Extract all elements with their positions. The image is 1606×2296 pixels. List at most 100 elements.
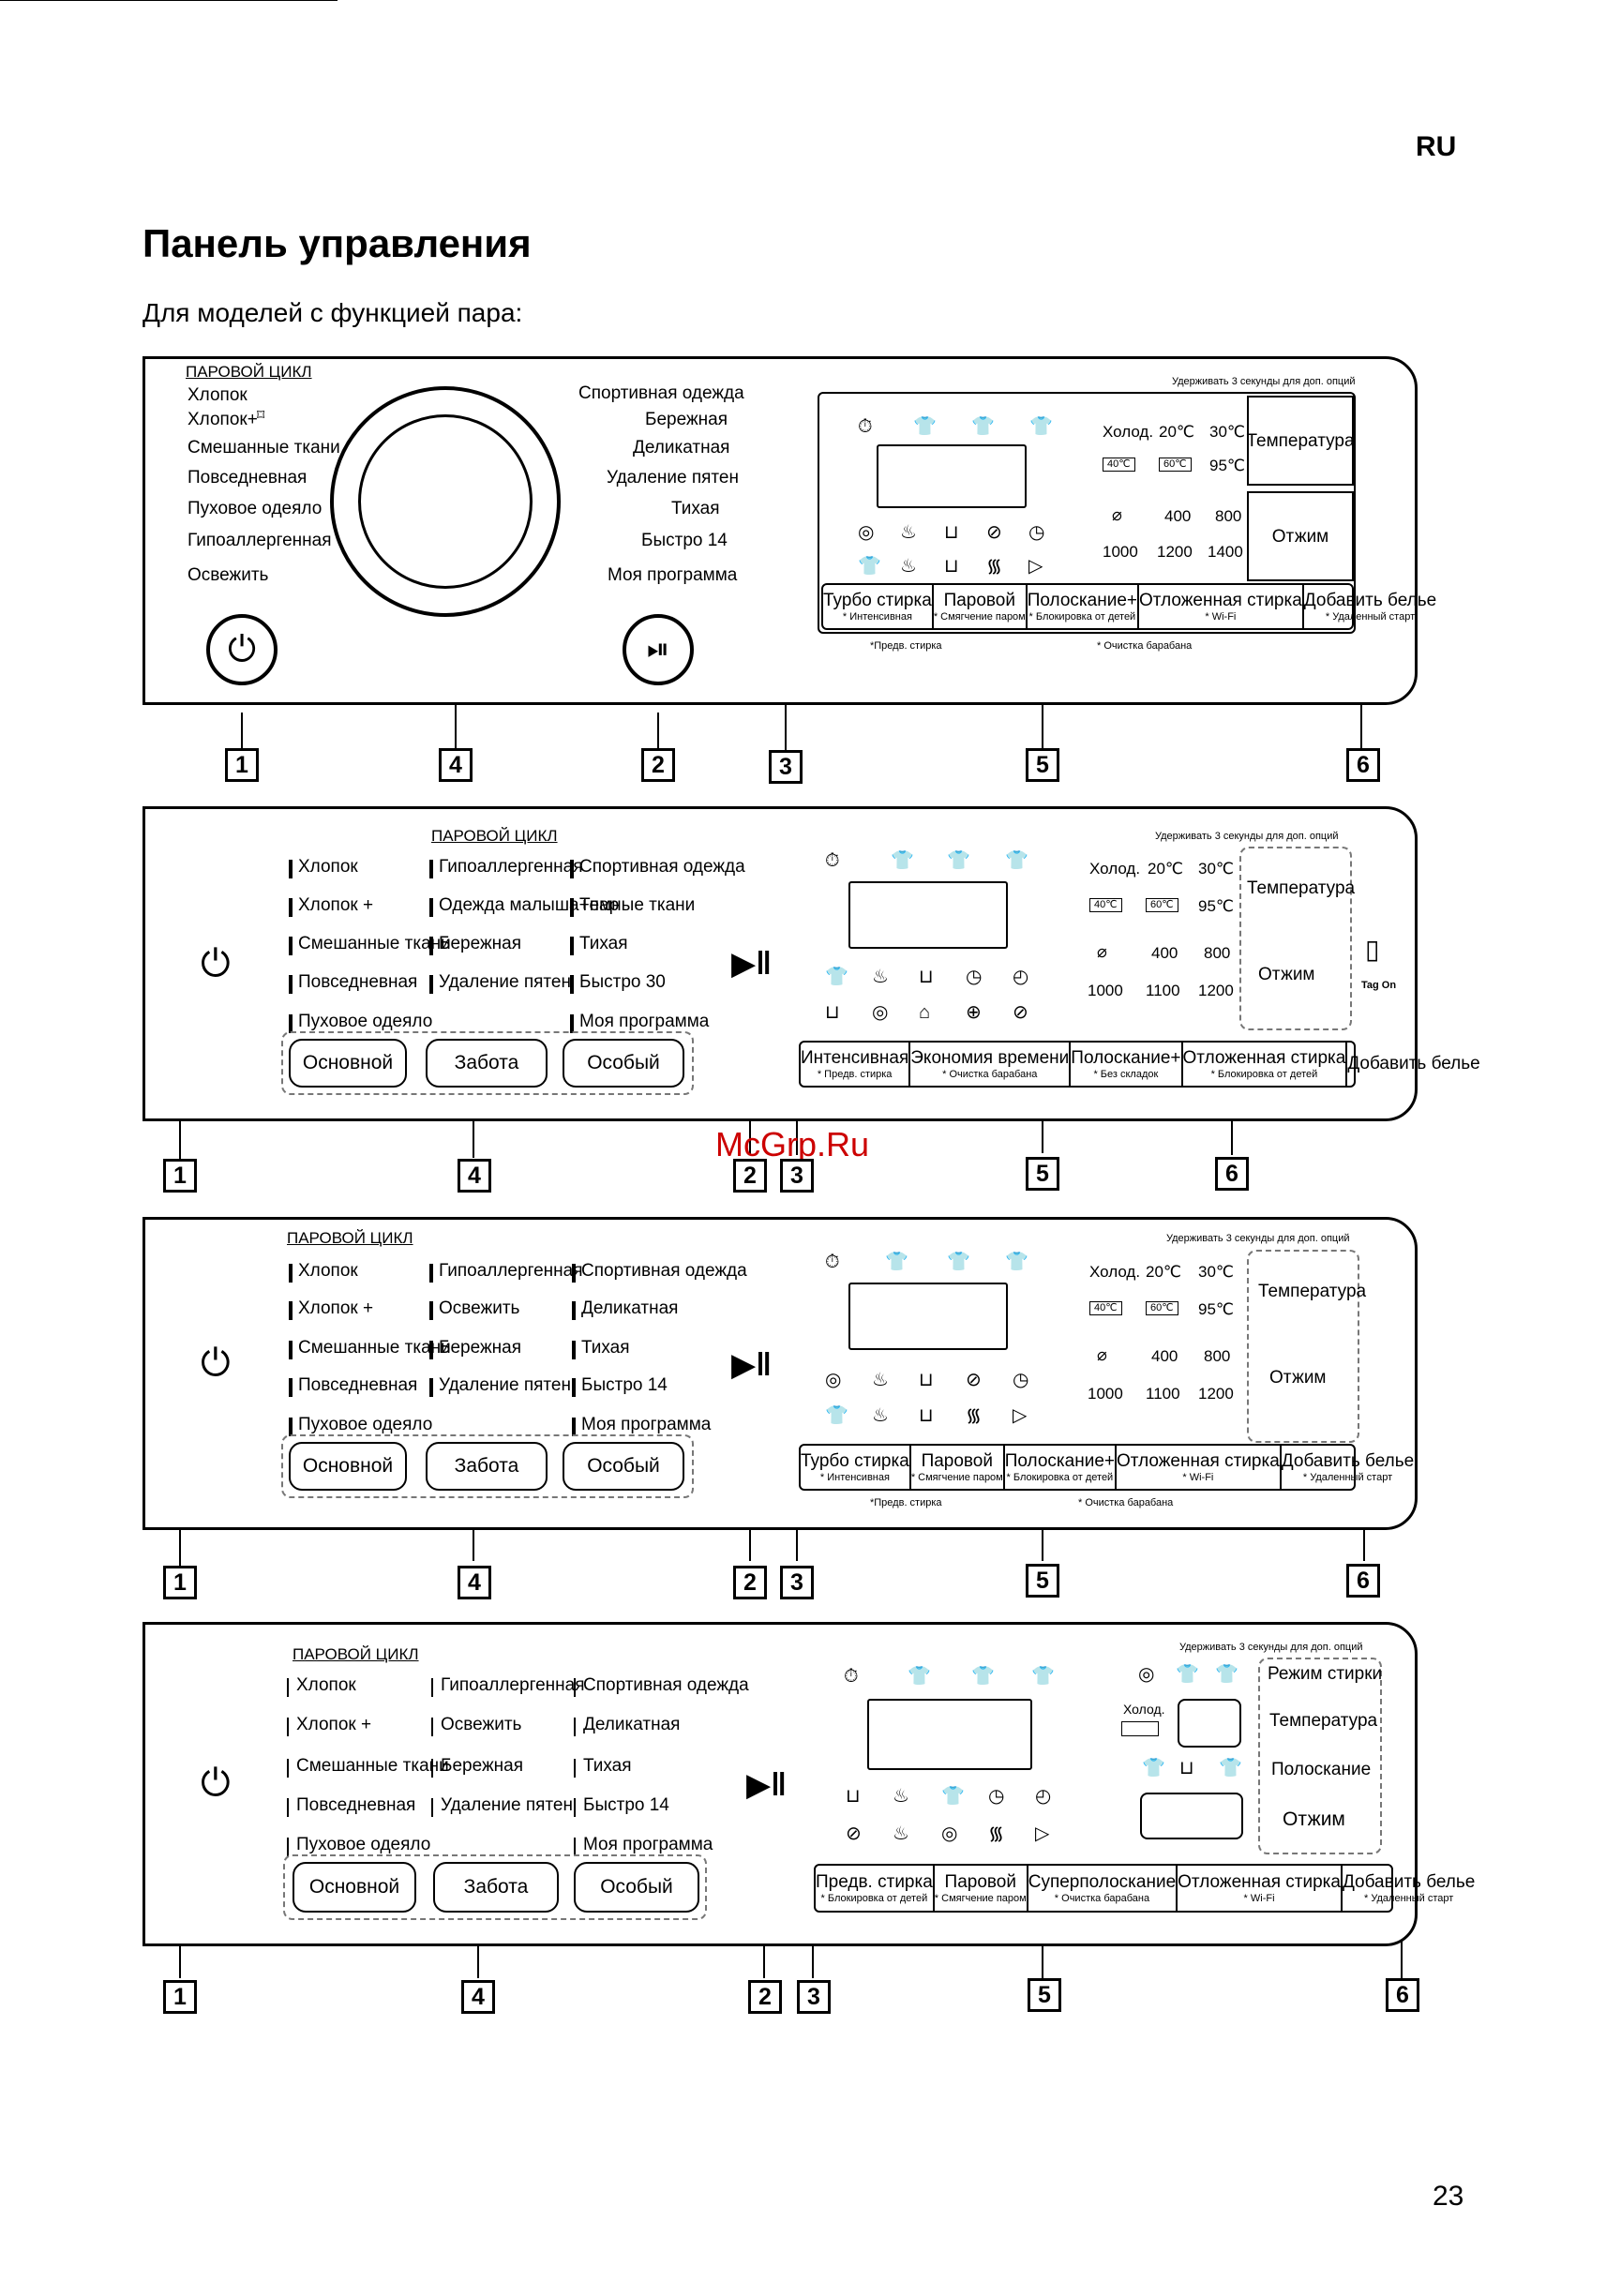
temperature-button[interactable]: Температура (1269, 1711, 1378, 1731)
wash-mode-button[interactable]: Режим стирки (1268, 1664, 1383, 1684)
power-button[interactable]: ⏻ (206, 614, 278, 685)
special-button[interactable]: Особый (563, 1442, 684, 1491)
option-button[interactable]: Добавить белье (1345, 1043, 1480, 1086)
option-button[interactable]: Предв. стирка* Блокировка от детей (816, 1866, 933, 1911)
temperature-button[interactable]: Температура (1247, 878, 1356, 898)
shirt-icon: 👕 (947, 850, 970, 871)
temperature-button[interactable]: Температура (1258, 1282, 1367, 1301)
spin-button[interactable]: Отжим (1283, 1808, 1345, 1830)
option-button[interactable]: Добавить белье* Удаленный старт (1301, 585, 1436, 628)
power-icon[interactable]: ⏻ (201, 943, 231, 984)
option-main: Полоскание+ (1071, 1048, 1181, 1068)
power-icon[interactable]: ⏻ (201, 1343, 231, 1384)
program-label: Моя программа (572, 1416, 711, 1436)
spin-1100: 1100 (1146, 982, 1180, 999)
option-button[interactable]: Паровой* Смягчение паром (932, 1866, 1027, 1911)
special-button[interactable]: Особый (574, 1862, 699, 1913)
option-button[interactable]: Полоскание+* Блокировка от детей (1025, 585, 1137, 628)
no-icon: ⊘ (1013, 1002, 1028, 1023)
callout-4: 4 (458, 1159, 491, 1193)
start-pause-button[interactable]: ⏯ (623, 614, 694, 685)
spin-button[interactable]: Отжим (1247, 491, 1354, 581)
option-sub: * Предв. стирка (817, 1069, 893, 1080)
spin-button[interactable]: Отжим (1258, 965, 1315, 984)
program-label: Хлопок (188, 385, 248, 405)
option-button[interactable]: Добавить белье* Удаленный старт (1340, 1866, 1475, 1911)
callout-6: 6 (1346, 1564, 1380, 1598)
program-label: Пуховое одеяло (287, 1836, 430, 1856)
callout-5: 5 (1028, 1978, 1061, 2012)
basic-button[interactable]: Основной (293, 1862, 416, 1913)
option-button[interactable]: Экономия времени* Очистка барабана (908, 1043, 1069, 1086)
spin-400: 400 (1151, 944, 1178, 962)
spin-1400: 1400 (1208, 543, 1243, 561)
option-main: Добавить белье (1347, 1054, 1480, 1073)
callout-2: 2 (748, 1980, 782, 2014)
care-button[interactable]: Забота (433, 1862, 559, 1913)
start-pause-icon[interactable]: ▶‖ (746, 1767, 788, 1803)
temp-cold-tag (1121, 1721, 1159, 1736)
temperature-button[interactable]: Температура (1246, 396, 1355, 486)
steam-cycle-label: ПАРОВОЙ ЦИКЛ (186, 363, 312, 381)
option-button[interactable]: Добавить белье* Удаленный старт (1279, 1446, 1414, 1489)
no-spin-icon: ⌀ (1097, 1345, 1107, 1364)
option-button[interactable]: Отложенная стирка* Блокировка от детей (1180, 1043, 1345, 1086)
wifi-icon: ᯾ (966, 1405, 983, 1426)
temp-cold: Холод. (1089, 860, 1141, 878)
clock-icon: ◷ (1013, 1370, 1029, 1390)
rinse-button[interactable]: Полоскание (1271, 1760, 1372, 1779)
program-label: Тихая (574, 1757, 632, 1778)
temp-cold: Холод. (1089, 1263, 1141, 1281)
digital-display (848, 881, 1008, 949)
start-pause-icon[interactable]: ▶‖ (731, 946, 773, 982)
spin-400: 400 (1164, 507, 1192, 525)
option-sub: * Блокировка от детей (1210, 1069, 1318, 1080)
page-subtitle: Для моделей с функцией пара: (143, 298, 523, 327)
special-button[interactable]: Особый (563, 1039, 684, 1088)
shirt-icon: 👕 (971, 416, 995, 437)
rinse-icon: ⊔ (919, 1370, 934, 1390)
option-button[interactable]: Полоскание+* Без складок (1069, 1043, 1181, 1086)
option-button[interactable]: Отложенная стирка* Wi-Fi (1115, 1446, 1280, 1489)
option-button[interactable]: Отложенная стирка* Wi-Fi (1137, 585, 1302, 628)
turbo-icon: ⏱ (844, 1666, 859, 1687)
option-button[interactable]: Турбо стирка* Интенсивная (823, 585, 932, 628)
option-button[interactable]: Отложенная стирка* Wi-Fi (1176, 1866, 1341, 1911)
spin-button[interactable]: Отжим (1269, 1368, 1327, 1388)
start-pause-icon[interactable]: ▶‖ (731, 1347, 773, 1383)
power-icon[interactable]: ⏻ (201, 1763, 231, 1804)
basic-button[interactable]: Основной (289, 1039, 407, 1088)
shirt-icon: 👕 (1031, 1666, 1055, 1687)
care-button[interactable]: Забота (426, 1442, 548, 1491)
basic-button[interactable]: Основной (289, 1442, 407, 1491)
option-button[interactable]: Суперполоскание* Очистка барабана (1026, 1866, 1176, 1911)
category-group (281, 1031, 694, 1095)
option-sub: * Wi-Fi (1182, 1472, 1214, 1483)
option-button[interactable]: Интенсивная* Предв. стирка (801, 1043, 908, 1086)
option-button[interactable]: Паровой* Смягчение паром (931, 585, 1026, 628)
option-button[interactable]: Полоскание+* Блокировка от детей (1002, 1446, 1115, 1489)
temp-40: 40℃ (1103, 458, 1135, 472)
no-spin-icon: ⌀ (1097, 942, 1107, 961)
program-label: Спортивная одежда (574, 1676, 749, 1697)
shirt-icon: 👕 (885, 1252, 908, 1272)
option-buttons: Интенсивная* Предв. стирка Экономия врем… (799, 1041, 1480, 1088)
option-main: Паровой (921, 1451, 993, 1471)
program-label: Гипоаллергенная (429, 858, 582, 878)
option-sub: * Блокировка от детей (1028, 611, 1136, 623)
tag-on-icon: ▯ (1365, 935, 1380, 964)
shirt-icon: 👕 (1005, 1252, 1028, 1272)
temp-60: 60℃ (1146, 1301, 1178, 1315)
option-sub: * Смягчение паром (934, 1893, 1027, 1904)
program-label: Хлопок (289, 858, 358, 878)
option-sub: * Wi-Fi (1243, 1893, 1275, 1904)
option-button[interactable]: Турбо стирка* Интенсивная (801, 1446, 909, 1489)
program-dial[interactable] (330, 386, 561, 617)
option-button[interactable]: Паровой* Смягчение паром (908, 1446, 1003, 1489)
option-main: Турбо стирка (801, 1451, 909, 1471)
program-label: Гипоаллергенная (431, 1676, 584, 1697)
care-button[interactable]: Забота (426, 1039, 548, 1088)
callout-1: 1 (163, 1159, 197, 1193)
spin-display (1140, 1793, 1243, 1839)
shirt-icon: 👕 (1029, 416, 1053, 437)
